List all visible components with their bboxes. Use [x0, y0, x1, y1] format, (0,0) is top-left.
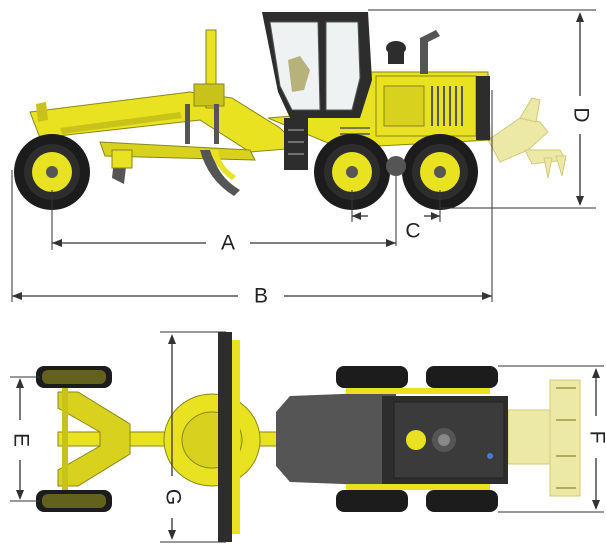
moldboard-blade — [99, 141, 256, 196]
dimension-label-f: F — [585, 431, 606, 444]
tandem-wheel-front — [314, 134, 390, 210]
dimension-label-c: C — [405, 220, 420, 243]
dimension-label-b: B — [254, 285, 268, 308]
dimension-g: G — [160, 331, 226, 543]
operator-cab — [262, 12, 372, 170]
dimension-label-e: E — [9, 433, 32, 447]
dimension-c: C — [351, 176, 441, 246]
rear-ripper-ghost-top — [507, 379, 581, 497]
dimension-label-a: A — [221, 232, 235, 255]
dimension-d: D — [368, 9, 596, 209]
dimension-a: A — [51, 190, 396, 255]
lift-column — [185, 29, 225, 144]
dimension-e: E — [9, 376, 40, 502]
front-wheels-top — [36, 366, 112, 512]
side-view: D C A B — [11, 9, 596, 308]
dimension-f: F — [498, 365, 606, 513]
dimension-label-d: D — [569, 107, 592, 122]
dimension-b: B — [11, 90, 493, 308]
rear-ripper-ghost — [487, 97, 567, 179]
tandem-pivot — [386, 156, 406, 176]
front-wheel — [14, 134, 90, 210]
top-view: E F G — [9, 331, 606, 543]
tandem-wheel-rear — [402, 134, 478, 210]
engine-hood — [267, 71, 491, 149]
rear-body-top — [276, 392, 508, 486]
exhaust-stack — [386, 30, 440, 74]
moldboard-top — [163, 332, 261, 542]
dimension-label-g: G — [161, 489, 184, 505]
tandem-wheels-top — [336, 366, 498, 512]
